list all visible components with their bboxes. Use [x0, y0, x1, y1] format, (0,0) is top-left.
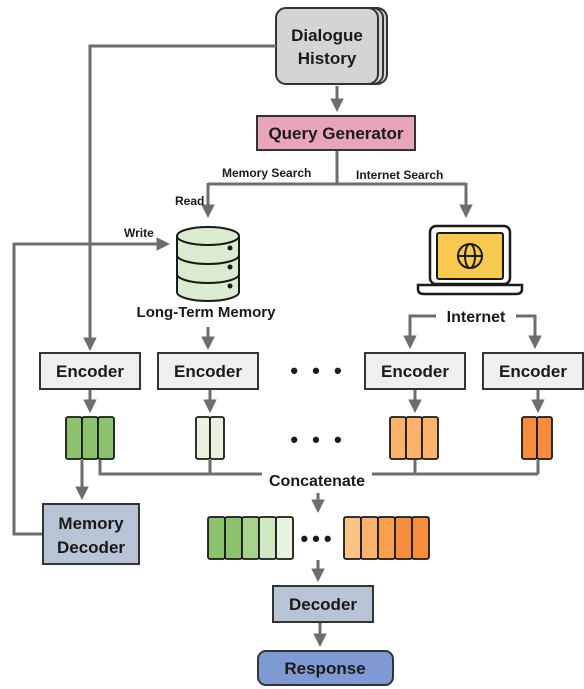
decoder-label: Decoder — [289, 595, 357, 614]
vector-green-3 — [65, 416, 115, 460]
query-generator-node: Query Generator — [256, 115, 416, 151]
arrow-write-loop — [12, 237, 171, 536]
dialogue-history-node: Dialogue History — [275, 7, 388, 85]
encoder-label-2: Encoder — [174, 362, 242, 381]
vector-orange-2 — [521, 416, 553, 460]
vector-light-orange-3 — [389, 416, 439, 460]
database-icon — [176, 226, 240, 302]
encoder-box-1: Encoder — [39, 352, 141, 390]
response-node: Response — [257, 650, 394, 686]
encoder-label-4: Encoder — [499, 362, 567, 381]
encoder-box-4: Encoder — [482, 352, 584, 390]
encoder-label-3: Encoder — [381, 362, 449, 381]
arrow-internet-to-encoder-4 — [516, 314, 542, 350]
internet-search-label: Internet Search — [356, 168, 443, 182]
ellipsis-vectors: • • • — [290, 427, 345, 452]
ellipsis-encoders: • • • — [290, 358, 345, 383]
write-label: Write — [124, 226, 154, 240]
concatenate-label: Concatenate — [269, 473, 365, 490]
encoder-box-3: Encoder — [364, 352, 466, 390]
memory-decoder-node: Memory Decoder — [42, 503, 140, 565]
ellipsis-combined: ••• — [300, 526, 335, 551]
dialogue-history-label-line1: Dialogue — [291, 26, 363, 45]
read-label: Read — [175, 194, 204, 208]
dialogue-history-label-line2: History — [298, 49, 357, 68]
memory-decoder-label-line1: Memory — [58, 514, 124, 533]
arrow-internet-to-encoder-3 — [403, 314, 436, 350]
arrow-dialogue-to-encoder — [83, 44, 276, 352]
internet-label: Internet — [447, 309, 506, 326]
encoder-box-2: Encoder — [157, 352, 259, 390]
combined-vector-orange — [343, 516, 430, 560]
laptop-globe-icon — [416, 224, 524, 296]
response-label: Response — [284, 659, 365, 678]
encoder-label-1: Encoder — [56, 362, 124, 381]
decoder-node: Decoder — [272, 585, 374, 623]
long-term-memory-label: Long-Term Memory — [137, 304, 277, 321]
combined-vector-green — [207, 516, 294, 560]
vector-light-green-2 — [195, 416, 225, 460]
concat-bar-left — [98, 460, 262, 476]
memory-search-label: Memory Search — [222, 166, 311, 180]
query-generator-label: Query Generator — [268, 124, 403, 143]
memory-decoder-label-line2: Decoder — [57, 538, 125, 557]
